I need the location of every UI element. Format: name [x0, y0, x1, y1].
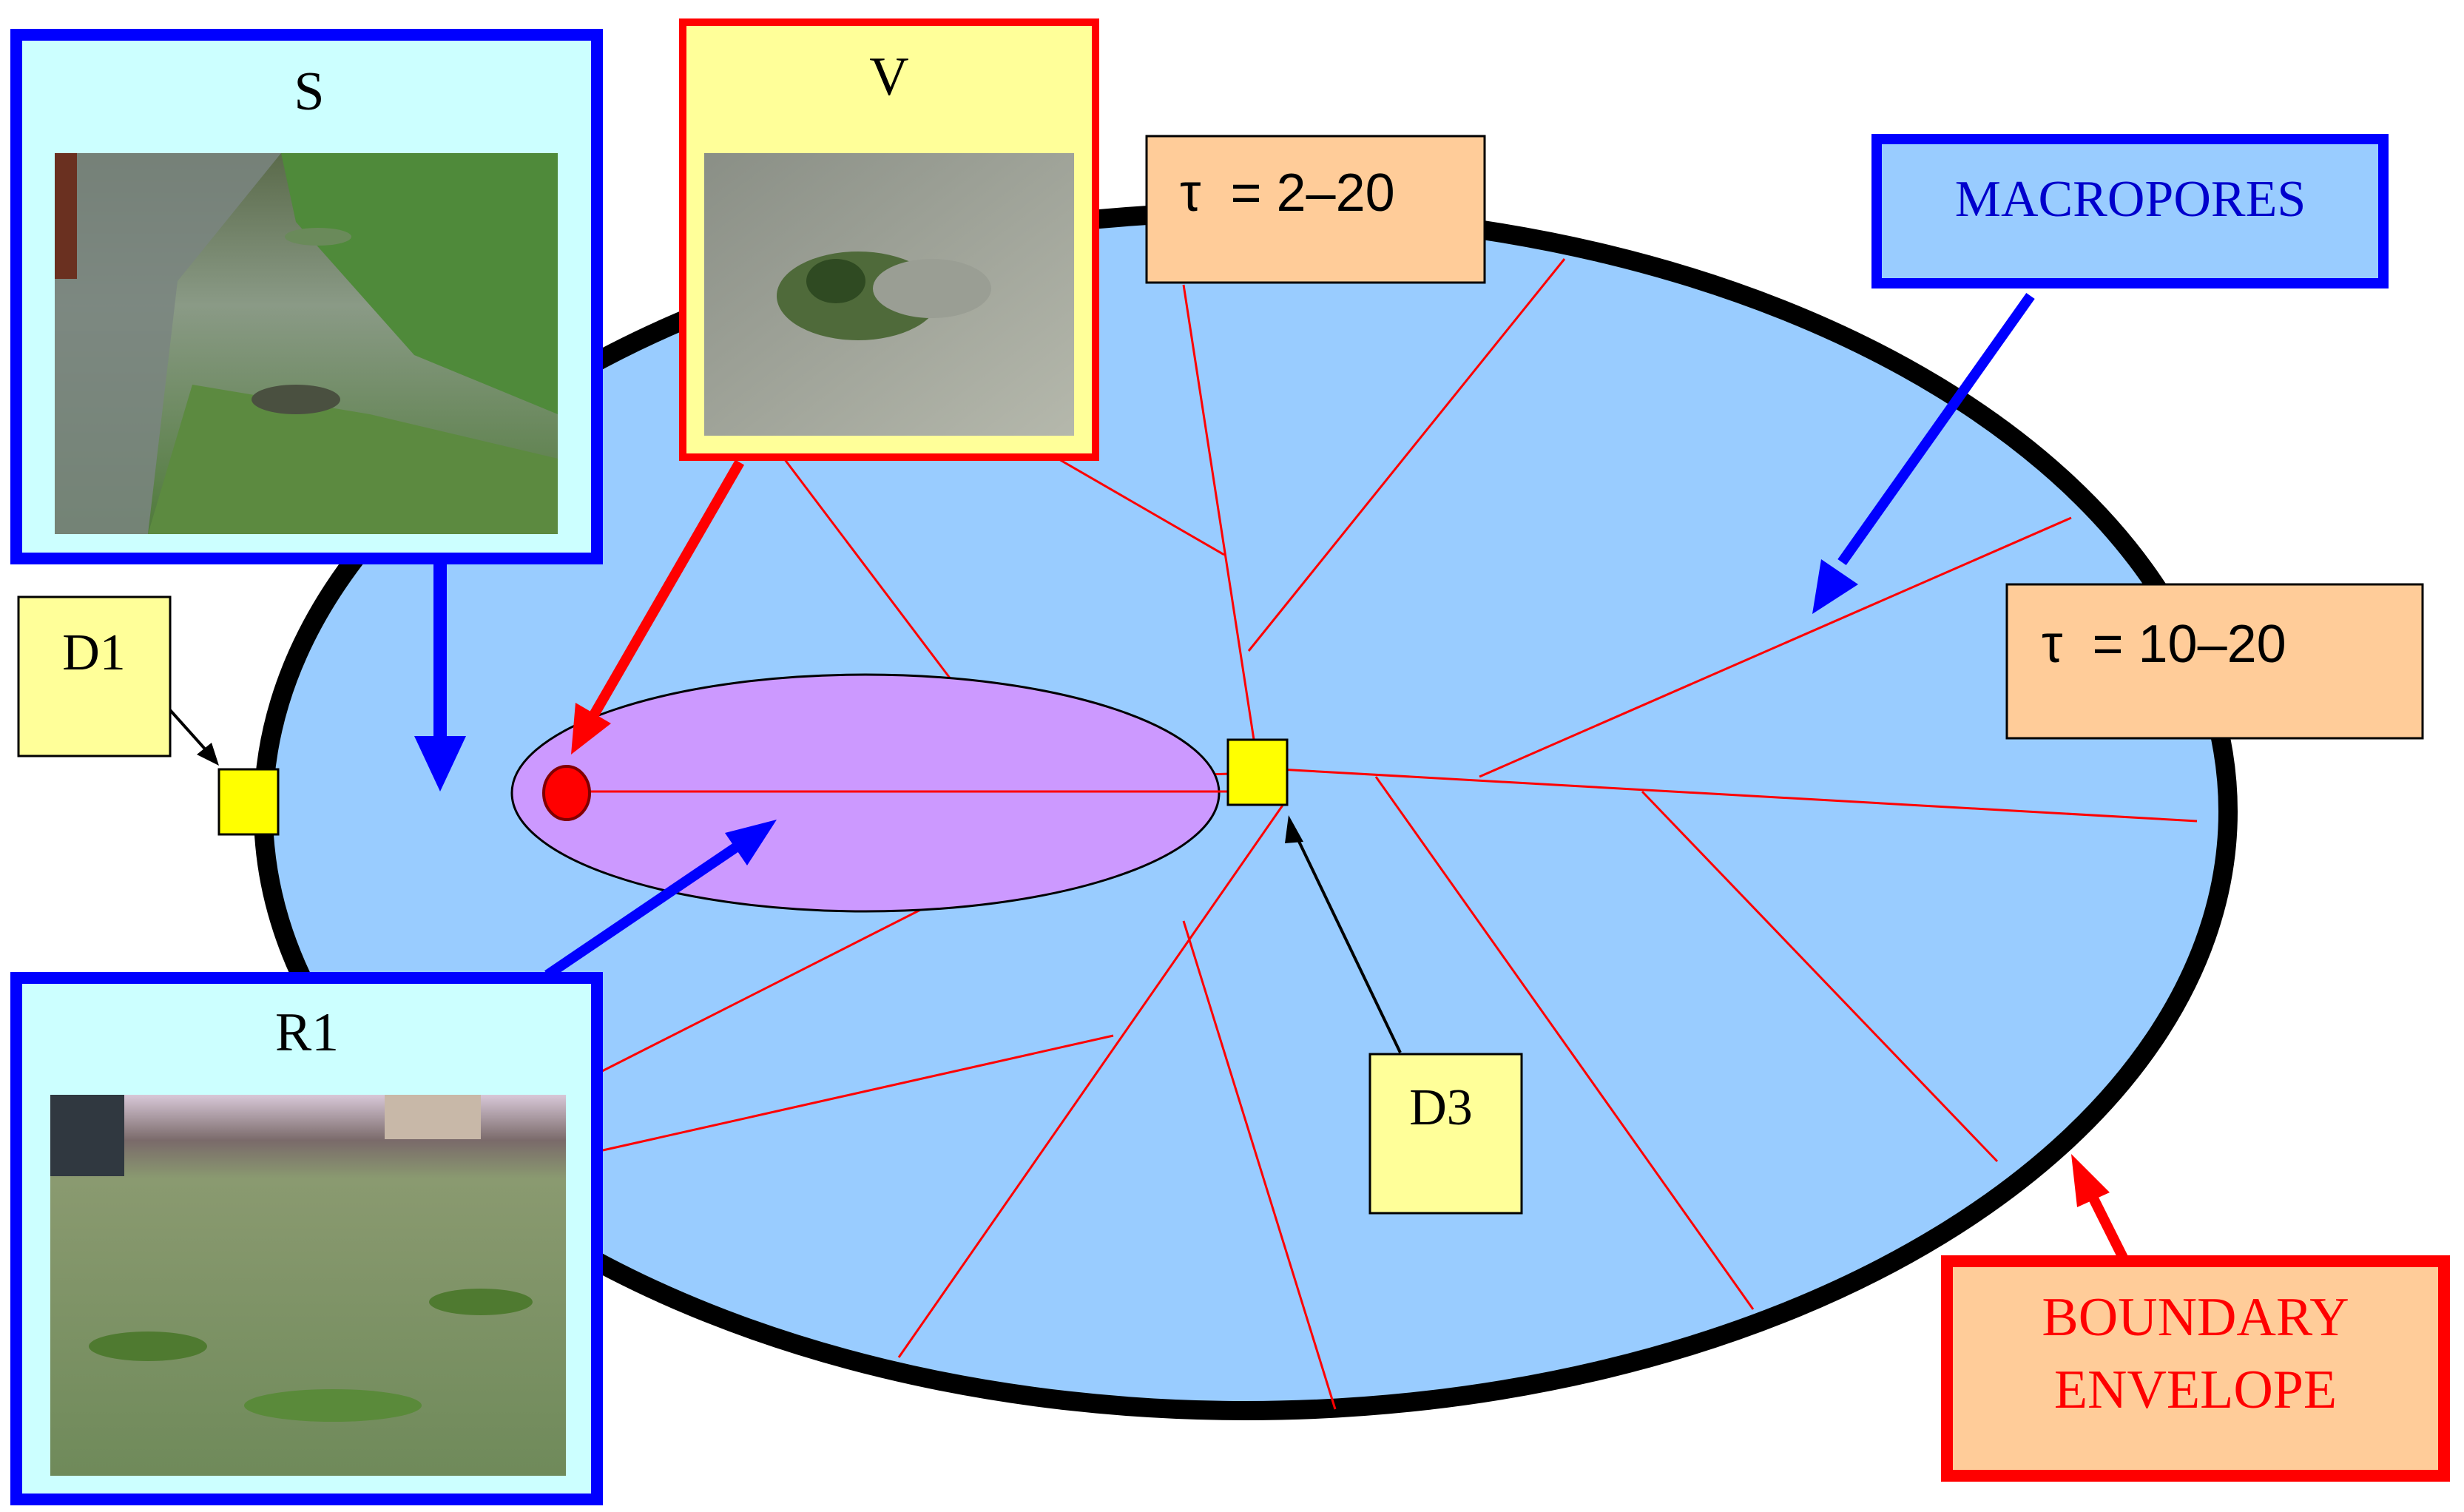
v-label: V: [869, 47, 908, 107]
macropores-label: MACROPORES: [1955, 171, 2306, 228]
boundary-envelope-label-box: [1941, 1255, 2450, 1482]
inner-zone-ellipse: [510, 673, 1221, 913]
macropores-pointer-arrow: [1812, 292, 2035, 614]
r1-pointer-arrow: [544, 820, 777, 979]
d1-label-box: [17, 595, 172, 757]
d1-marker: [217, 768, 280, 836]
s-photo: [55, 153, 558, 534]
tau-right-label: τ = 10–20: [2042, 615, 2286, 674]
tau-top-box: [1145, 135, 1486, 284]
d3-marker: [1226, 738, 1289, 806]
r1-photo: [50, 1095, 566, 1476]
r1-label: R1: [275, 1002, 339, 1063]
d3-label: D3: [1409, 1079, 1473, 1136]
source-dot: [542, 765, 591, 821]
macropore-channels: [565, 258, 2198, 1410]
d3-label-box: [1368, 1053, 1523, 1215]
s-label: S: [294, 61, 324, 122]
v-pointer-arrow: [571, 459, 745, 755]
v-photo: [704, 153, 1074, 436]
tau-top-label: τ = 2–20: [1180, 163, 1395, 223]
macropores-label-box: [1871, 134, 2389, 288]
d3-pointer-arrow: [1285, 815, 1402, 1053]
boundary-envelope-label-line1: BOUNDARY: [2042, 1287, 2349, 1348]
boundary-envelope-pointer-arrow: [2071, 1154, 2128, 1260]
d1-label: D1: [62, 624, 126, 681]
s-pointer-arrow: [414, 561, 466, 792]
boundary-envelope-label-line2: ENVELOPE: [2054, 1360, 2337, 1420]
d1-pointer-arrow: [169, 709, 219, 766]
tau-right-box: [2005, 583, 2424, 740]
